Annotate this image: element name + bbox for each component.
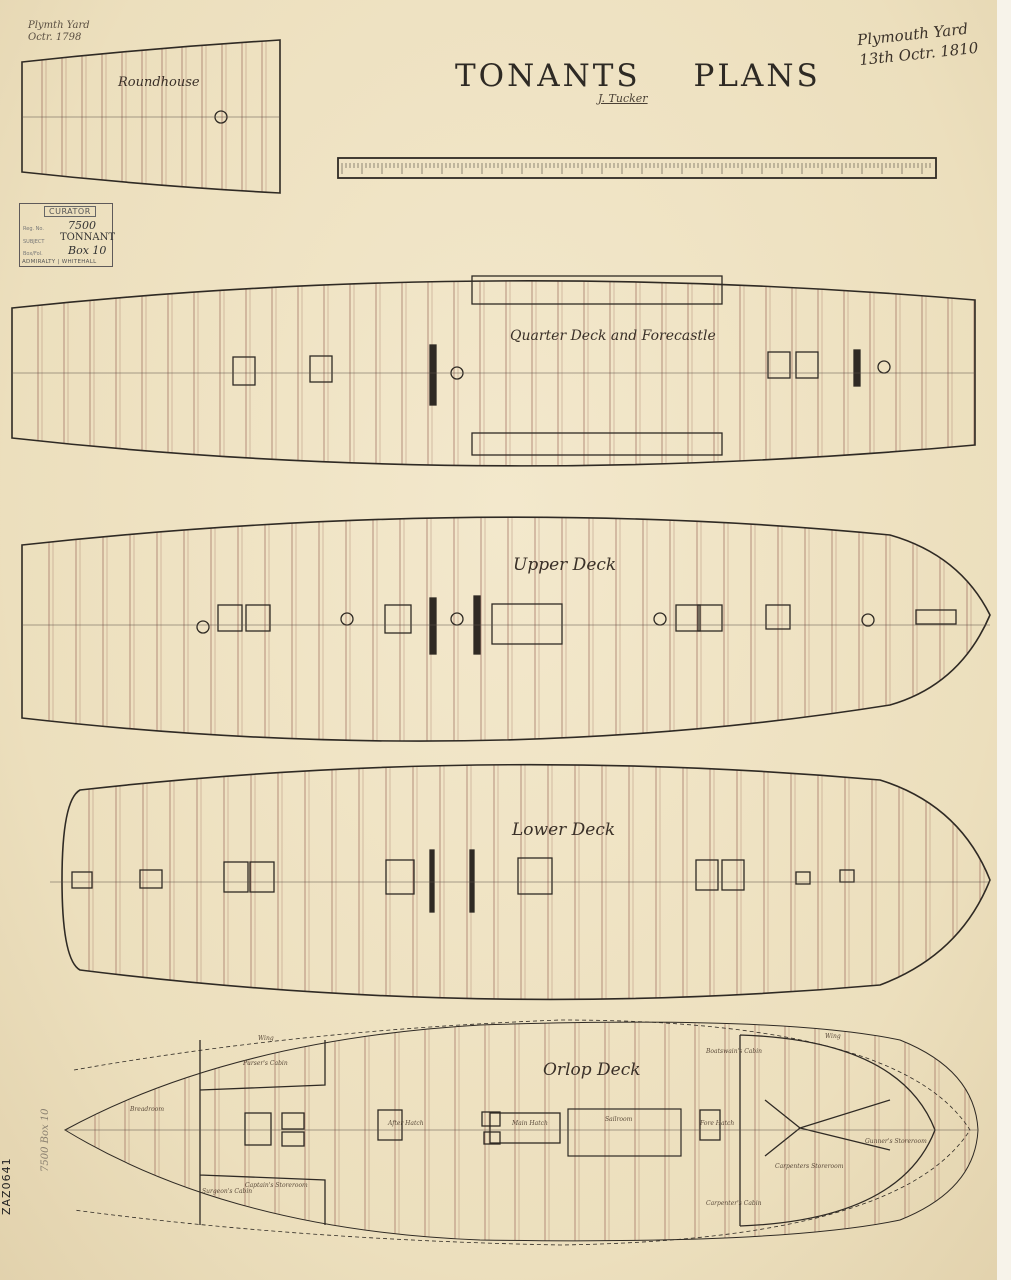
room-label: Purser's Cabin (243, 1060, 288, 1067)
hatch (491, 603, 563, 645)
hatch (471, 275, 723, 305)
room-label: Surgeon's Cabin (202, 1188, 253, 1195)
hatch (795, 871, 811, 885)
hatch (517, 857, 553, 895)
hatch (71, 871, 93, 889)
hatch (481, 1111, 501, 1127)
catalog-number: ZAZ0641 (0, 1157, 13, 1215)
room-label: Gunner's Storeroom (865, 1138, 927, 1145)
roundhouse-label: Roundhouse (118, 75, 200, 90)
hatch (249, 861, 275, 893)
hatch-group (71, 110, 957, 1147)
mast-step (450, 612, 464, 626)
stamp-footer: ADMIRALTY | WHITEHALL (22, 259, 97, 265)
hatch (695, 859, 719, 891)
orlop-cabins (199, 1040, 326, 1225)
room-label: After Hatch (388, 1120, 424, 1127)
curator-stamp: CURATOR Reg. No. 7500 SUBJECT TONNANT Bo… (19, 203, 116, 267)
hatch (721, 859, 745, 891)
capstan-bitt (853, 349, 861, 387)
lower-deck-label: Lower Deck (512, 820, 616, 840)
stamp-value: 7500 (68, 219, 96, 232)
stamp-label: Box/Fol. (23, 251, 43, 257)
hatch (384, 604, 412, 634)
room-label: Breadroom (130, 1106, 165, 1113)
mast-step (196, 620, 210, 634)
scale-bar (337, 157, 937, 179)
hatch (489, 1112, 561, 1144)
upper-deck-outline (21, 516, 991, 742)
stamp-label: SUBJECT (23, 239, 45, 245)
hatch (839, 869, 855, 883)
capstan-bitt (429, 344, 437, 406)
room-label: Captain's Storeroom (245, 1182, 308, 1189)
capstan-bitt (429, 597, 437, 655)
sailroom-outline (567, 1108, 682, 1157)
mast-step (877, 360, 891, 374)
stamp-value: TONNANT (60, 232, 116, 243)
quarter-deck-outline (11, 280, 976, 467)
roundhouse-outline (21, 39, 281, 194)
corner-note-line2: Octr. 1798 (28, 32, 82, 43)
hatch (377, 1109, 403, 1141)
hatch (281, 1131, 305, 1147)
hatch (699, 1109, 721, 1141)
quarter-deck-label: Quarter Deck and Forecastle (510, 328, 716, 344)
room-label: Fore Hatch (700, 1120, 735, 1127)
hatch (245, 604, 271, 632)
hatch (767, 351, 791, 379)
signature: J. Tucker (598, 92, 648, 105)
hatch (244, 1112, 272, 1146)
orlop-deck-outline (63, 1021, 979, 1242)
stamp-value: Box 10 (68, 244, 107, 257)
mast-step (340, 612, 354, 626)
capstan-bitt (469, 849, 475, 913)
hatch (471, 432, 723, 456)
paper-edge (997, 0, 1011, 1280)
deck-planks (37, 280, 975, 466)
deck-planks (41, 40, 267, 193)
hatch (915, 609, 957, 625)
deck-planking (37, 40, 985, 1241)
deck-planks (48, 517, 972, 742)
hatch (139, 869, 163, 889)
hatch (309, 355, 333, 383)
hatch (697, 604, 723, 632)
scale-ticks (341, 163, 931, 174)
room-label: Wing (825, 1033, 841, 1040)
hatch (232, 356, 256, 386)
room-label: Boatswain's Cabin (706, 1048, 763, 1055)
hatch (217, 604, 243, 632)
upper-deck-label: Upper Deck (513, 555, 617, 575)
document-title: TONANTS PLANS (455, 58, 821, 94)
hatch (385, 859, 415, 895)
hatch (675, 604, 701, 632)
room-label: Wing (258, 1035, 274, 1042)
stamp-label: Reg. No. (23, 226, 44, 232)
orlop-deck-label: Orlop Deck (543, 1060, 641, 1080)
room-label: Carpenters Storeroom (775, 1163, 844, 1170)
hatch (483, 1131, 501, 1145)
stamp-header: CURATOR (44, 206, 96, 217)
hatch (281, 1112, 305, 1130)
room-label: Sailroom (605, 1116, 633, 1123)
orlop-storerooms (739, 1034, 936, 1227)
hatch (223, 861, 249, 893)
centerlines (12, 116, 990, 1131)
hatch (765, 604, 791, 630)
room-label: Carpenter's Cabin (706, 1200, 762, 1207)
mast-step (861, 613, 875, 627)
mast-step (653, 612, 667, 626)
hatch (795, 351, 819, 379)
corner-note-line1: Plymth Yard (28, 20, 90, 31)
capstan-bitt (429, 849, 435, 913)
room-label: Main Hatch (512, 1120, 548, 1127)
pencil-note: 7500 Box 10 (40, 1108, 51, 1172)
lower-deck-outline (61, 763, 991, 1001)
